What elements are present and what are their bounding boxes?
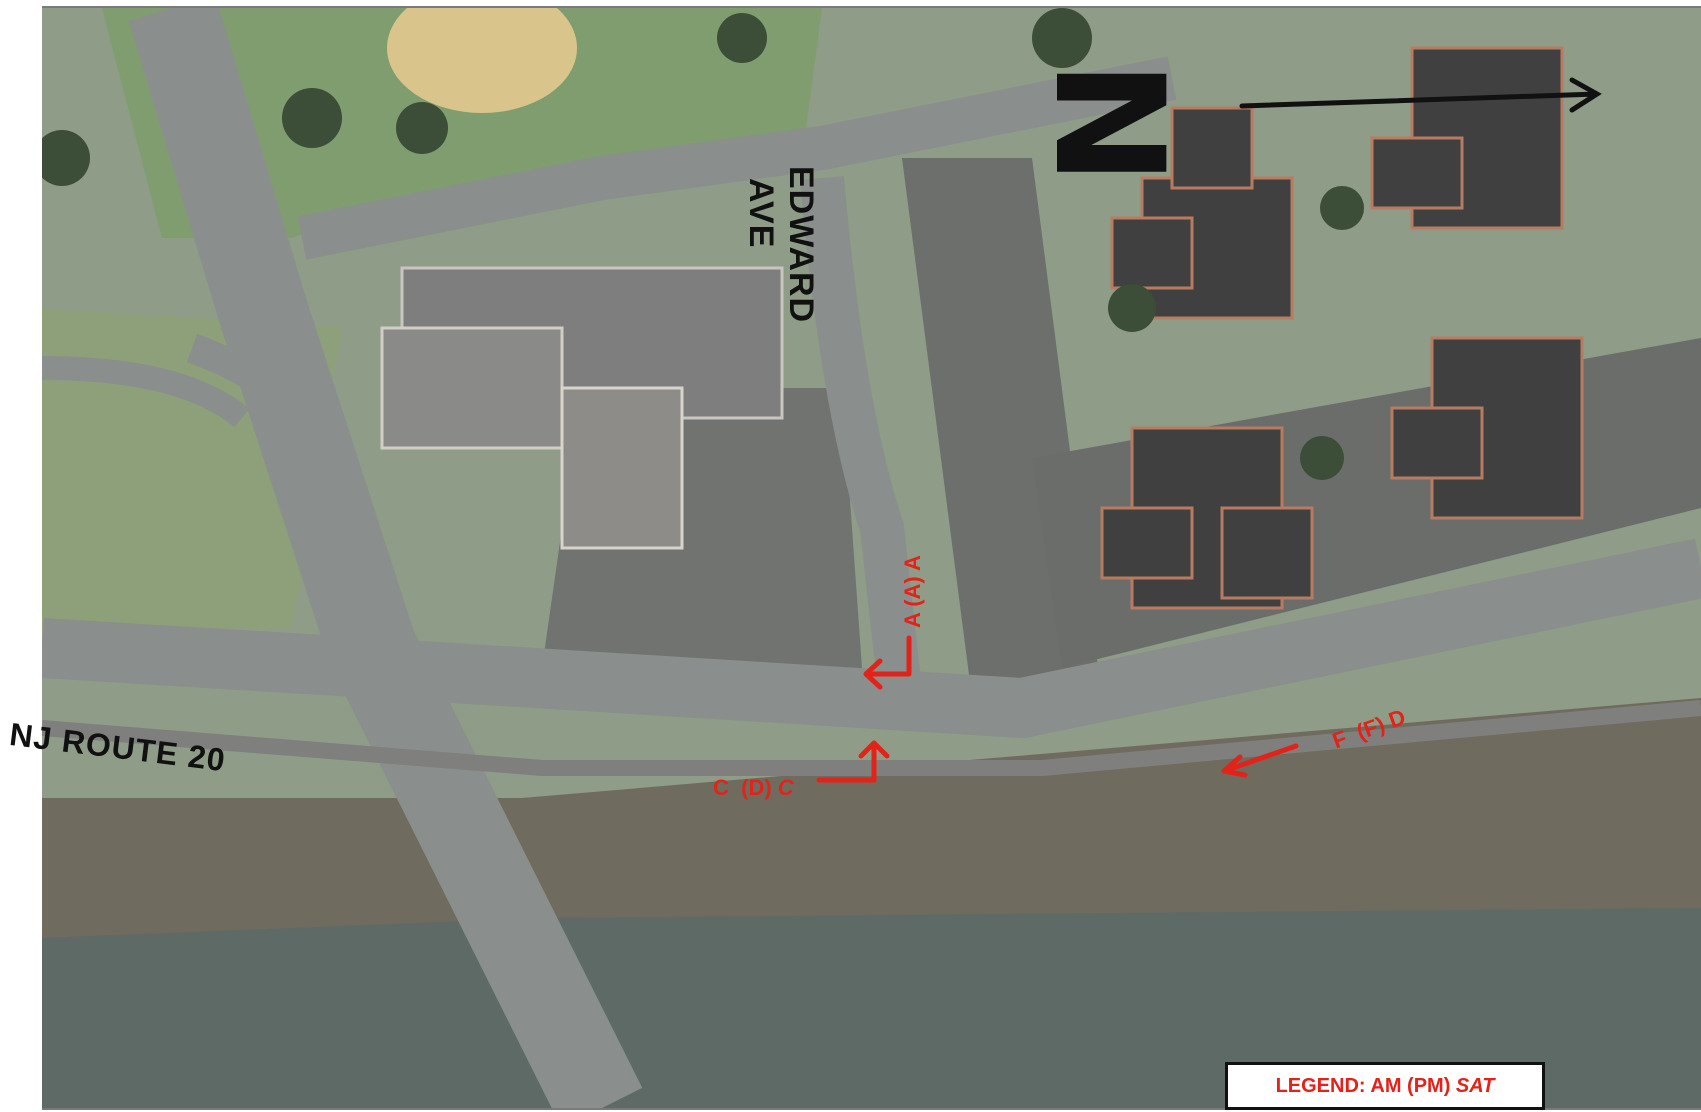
north-arrow-icon	[1239, 77, 1602, 113]
legend-text: LEGEND: AM (PM)	[1275, 1074, 1456, 1097]
left-turn-arrow-icon	[816, 740, 890, 783]
route-20-road	[42, 538, 1701, 739]
street-label-line1: EDWARD	[782, 166, 820, 324]
aerial-map[interactable]	[42, 6, 1701, 1110]
street-label-line2: AVE	[742, 178, 780, 249]
legend-sat-label: SAT	[1455, 1074, 1495, 1097]
left-turn-arrow-icon	[863, 635, 912, 690]
north-arrow-letter: N	[1021, 60, 1195, 187]
legend-box: LEGEND: AM (PM) SAT	[1225, 1062, 1545, 1110]
edward-ave-road	[800, 176, 924, 711]
river	[42, 908, 1701, 1108]
movement-arrows	[816, 635, 1299, 783]
bridge-road	[128, 8, 643, 1108]
ballfield	[387, 8, 577, 113]
through-arrow-icon	[1221, 743, 1299, 778]
level-of-service-label-eastbound-left: C (D) C	[713, 775, 794, 800]
aerial-imagery	[42, 8, 1701, 1108]
level-of-service-label-northbound: A (A) A	[900, 555, 925, 628]
